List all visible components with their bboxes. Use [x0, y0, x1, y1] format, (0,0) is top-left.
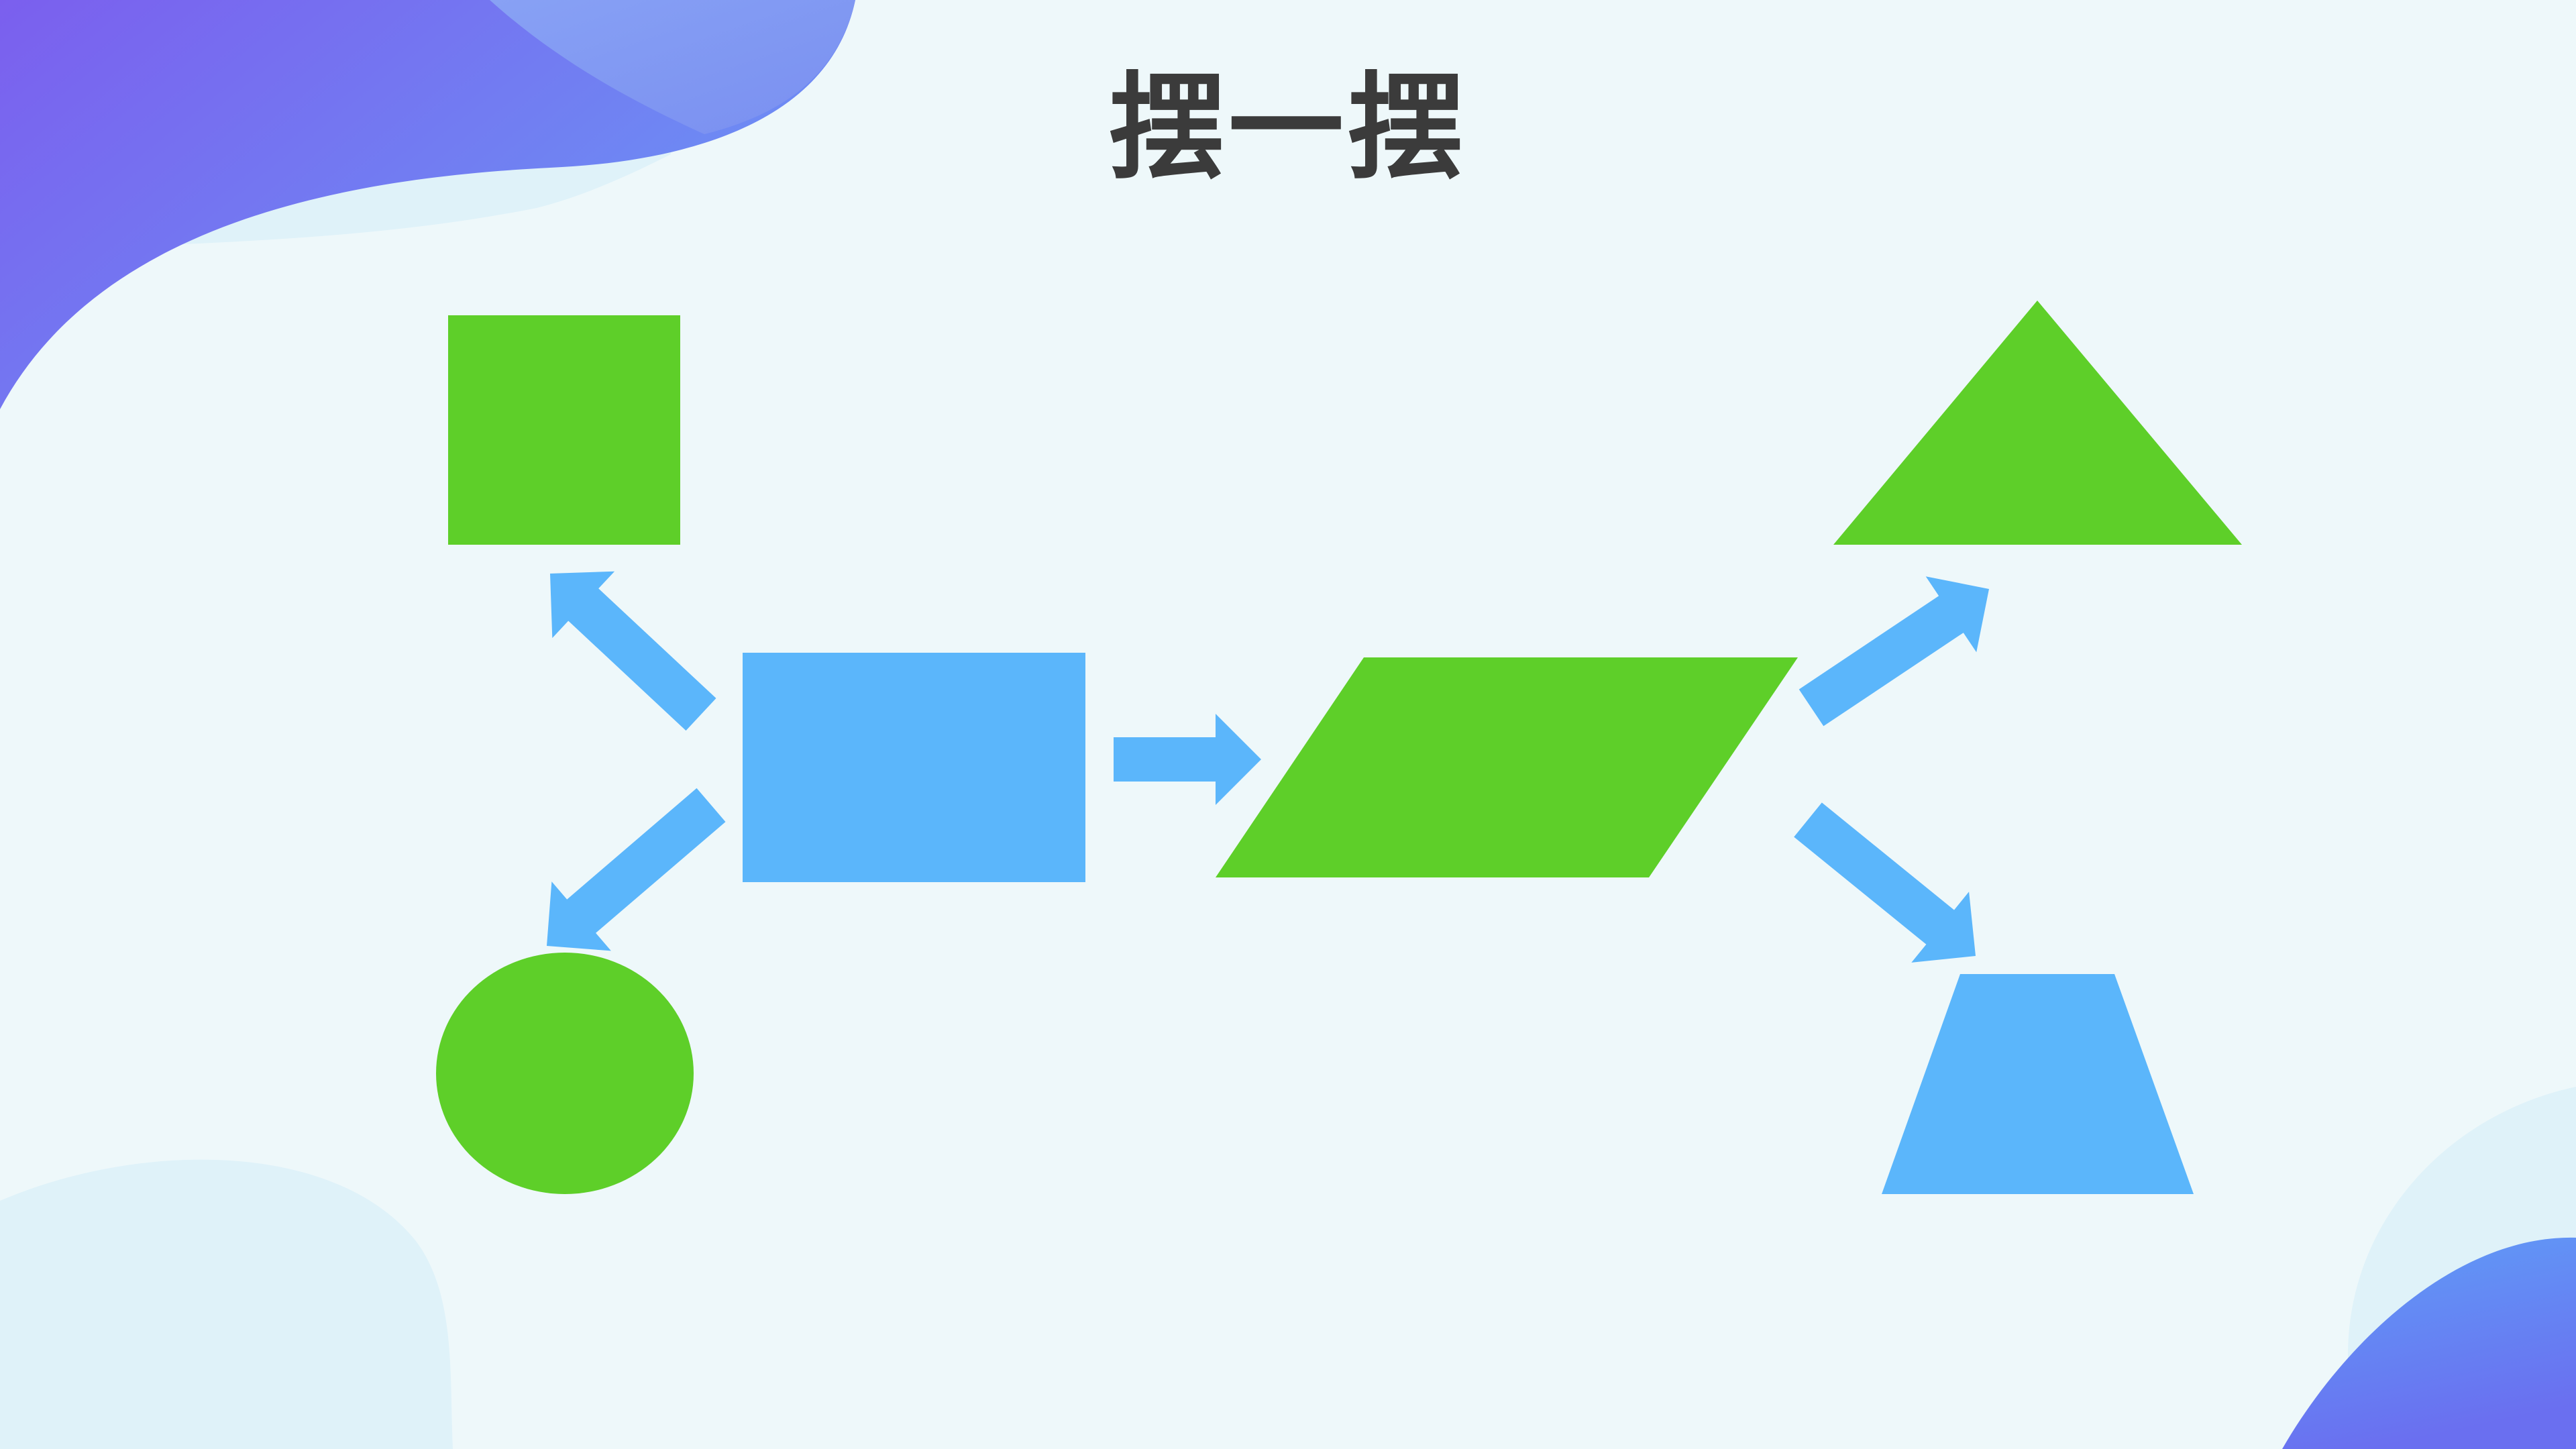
arrow-source-rectangle-to-circle: [547, 788, 726, 951]
decor-wave-bottom-right: [2282, 1237, 2576, 1449]
arrow-parallelogram-to-trapezoid: [1794, 802, 1976, 963]
shape-parallelogram: [1216, 657, 1798, 877]
shape-circle: [436, 953, 694, 1194]
arrow-source-rectangle-to-square: [550, 571, 716, 731]
arrow-group: [547, 571, 1989, 963]
decor-wave-top-left-highlight: [490, 0, 855, 134]
shape-square: [448, 315, 680, 545]
shape-source-rectangle: [743, 653, 1085, 882]
decor-soft-circle-bottom-left: [0, 1159, 453, 1449]
shape-trapezoid: [1882, 974, 2194, 1194]
arrow-parallelogram-to-triangle: [1799, 576, 1989, 727]
page-title: 摆一摆: [1109, 60, 1467, 195]
shape-triangle: [1833, 301, 2242, 545]
arrow-source-rectangle-to-parallelogram: [1114, 714, 1261, 805]
